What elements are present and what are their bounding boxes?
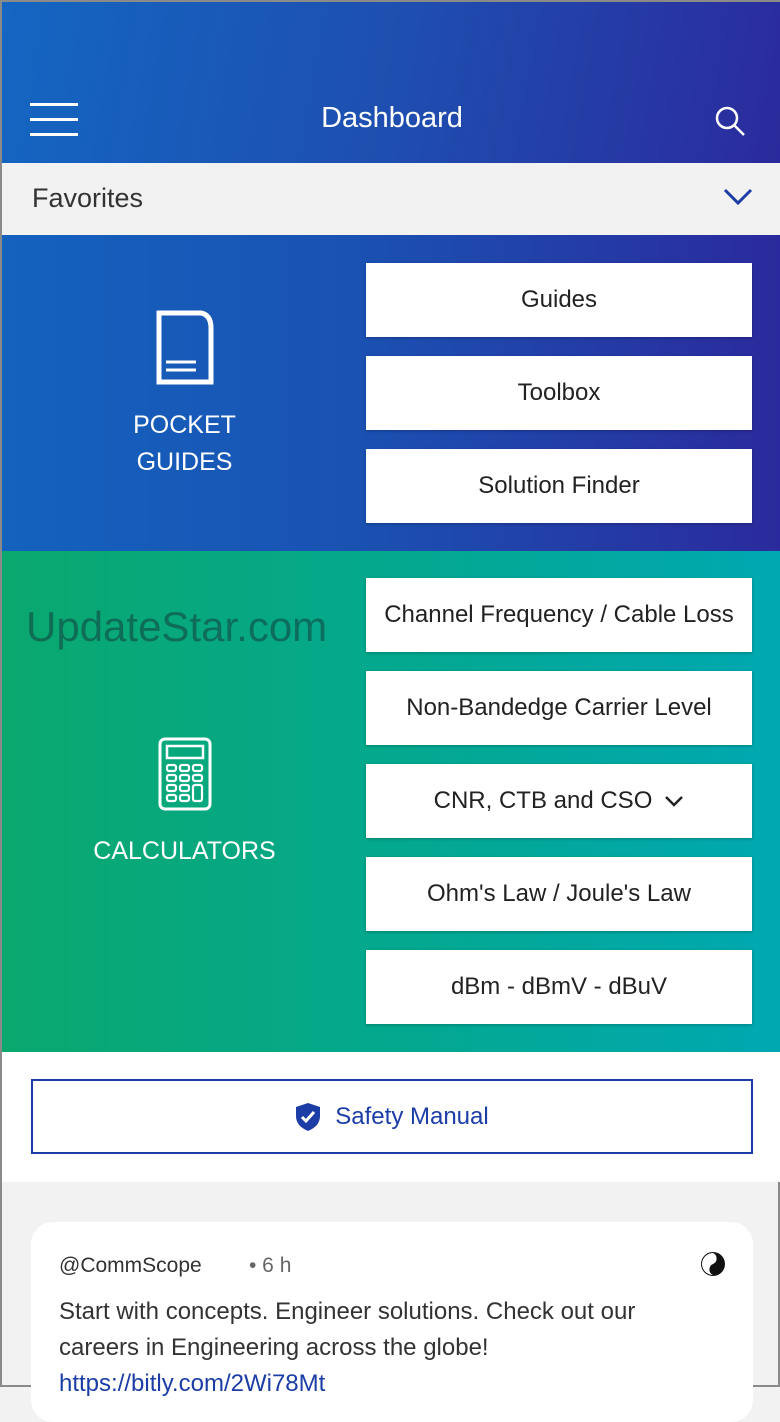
channel-frequency-button[interactable]: Channel Frequency / Cable Loss [366, 578, 752, 652]
safety-manual-button[interactable]: Safety Manual [31, 1079, 753, 1154]
ohms-law-button[interactable]: Ohm's Law / Joule's Law [366, 857, 752, 931]
page-title: Dashboard [321, 102, 463, 134]
shield-check-icon [296, 1102, 321, 1131]
post-link[interactable]: https://bitly.com/2Wi78Mt [59, 1370, 326, 1397]
safety-manual-label: Safety Manual [335, 1102, 489, 1130]
post-handle[interactable]: @CommScope [59, 1254, 202, 1277]
calculator-icon [158, 737, 212, 811]
calculators-section: CALCULATORS Channel Frequency / Cable Lo… [2, 551, 780, 1052]
app-header: Dashboard [2, 2, 780, 163]
calculators-label: CALCULATORS [93, 837, 276, 865]
cnr-ctb-cso-button[interactable]: CNR, CTB and CSO [366, 764, 752, 838]
dbm-conversion-button[interactable]: dBm - dBmV - dBuV [366, 950, 752, 1024]
guides-button[interactable]: Guides [366, 263, 752, 337]
post-text: Start with concepts. Engineer solutions.… [59, 1298, 636, 1397]
non-bandedge-button[interactable]: Non-Bandedge Carrier Level [366, 671, 752, 745]
solution-finder-button[interactable]: Solution Finder [366, 449, 752, 523]
search-icon[interactable] [714, 105, 746, 137]
favorites-dropdown[interactable]: Favorites [2, 163, 780, 235]
cnr-label: CNR, CTB and CSO [433, 787, 653, 814]
chevron-down-icon [665, 796, 684, 807]
post-time: • 6 h [249, 1254, 292, 1277]
toolbox-button[interactable]: Toolbox [366, 356, 752, 430]
hamburger-menu-icon[interactable] [30, 103, 78, 137]
chevron-down-icon[interactable] [722, 187, 754, 207]
social-post-card: @CommScope • 6 h Start with concepts. En… [31, 1222, 753, 1422]
favorites-label: Favorites [32, 183, 144, 213]
social-logo-icon [701, 1252, 725, 1276]
pocket-guide-icon [156, 310, 214, 385]
